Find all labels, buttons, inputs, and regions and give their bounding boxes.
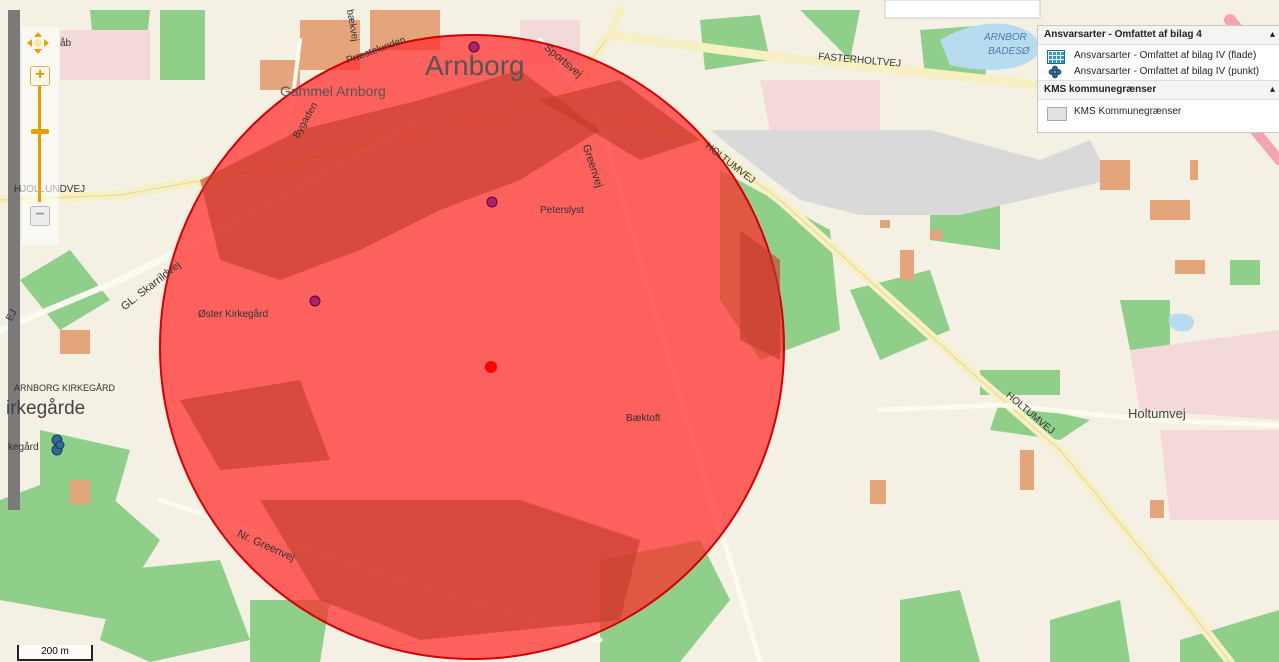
top-overlay-box [884, 0, 1041, 19]
legend-item-kms-label: KMS Kommunegrænser [1074, 106, 1182, 117]
label-baektoft: Bæktoft [626, 413, 661, 424]
pan-control-icon[interactable] [26, 31, 50, 55]
left-edge-bar [8, 10, 20, 510]
scale-bar: 200 m [17, 645, 93, 661]
collapse-caret-icon[interactable]: ▴ [1269, 84, 1275, 95]
legend-group1-title: Ansvarsarter - Omfattet af bilag 4 [1044, 29, 1202, 40]
label-arnborg-kirkegard: ARNBORG KIRKEGÅRD [14, 383, 116, 393]
species-point-markers[interactable] [309, 41, 498, 307]
legend-panel: Ansvarsarter - Omfattet af bilag 4 ▴ Ans… [1037, 25, 1279, 133]
label-arnborg-badeso-2: BADESØ [988, 46, 1030, 57]
zoom-in-button[interactable]: + [30, 66, 50, 86]
legend-item-punkt: Ansvarsarter - Omfattet af bilag IV (pun… [1038, 64, 1279, 80]
label-gammel-arnborg: Gammel Arnborg [280, 83, 386, 99]
label-peterslyst: Peterslyst [540, 205, 584, 216]
zoom-slider-handle[interactable] [31, 129, 49, 134]
lake [940, 23, 1040, 70]
legend-item-flade-label: Ansvarsarter - Omfattet af bilag IV (fla… [1074, 50, 1257, 61]
zoom-out-button[interactable]: − [30, 206, 50, 226]
label-holtumvej: Holtumvej [1128, 406, 1186, 421]
buffer-center-point[interactable] [485, 361, 497, 373]
label-arnborg-badeso-1: ARNBOR [984, 32, 1027, 43]
legend-item-punkt-label: Ansvarsarter - Omfattet af bilag IV (pun… [1074, 66, 1260, 77]
label-oster-kirkegard: Øster Kirkegård [198, 309, 269, 320]
legend-group-header-kms[interactable]: KMS kommunegrænser ▴ [1038, 80, 1279, 100]
grid-swatch-icon [1047, 50, 1065, 64]
zoom-slider-track[interactable] [38, 86, 41, 202]
label-kegard: kegård [8, 442, 39, 453]
cluster-marker-icon [1048, 65, 1062, 85]
collapse-caret-icon[interactable]: ▴ [1269, 29, 1275, 40]
legend-item-kms: KMS Kommunegrænser [1038, 104, 1279, 121]
species-cluster-marker[interactable] [51, 434, 65, 456]
boundary-swatch-icon [1047, 107, 1067, 121]
label-kirkegarde: irkegårde [6, 398, 86, 419]
label-arnborg: Arnborg [425, 50, 525, 81]
legend-group2-title: KMS kommunegrænser [1044, 84, 1157, 95]
legend-item-flade: Ansvarsarter - Omfattet af bilag IV (fla… [1038, 48, 1279, 64]
label-aab: åb [60, 38, 72, 49]
legend-group-header-ansvarsarter[interactable]: Ansvarsarter - Omfattet af bilag 4 ▴ [1038, 26, 1279, 45]
